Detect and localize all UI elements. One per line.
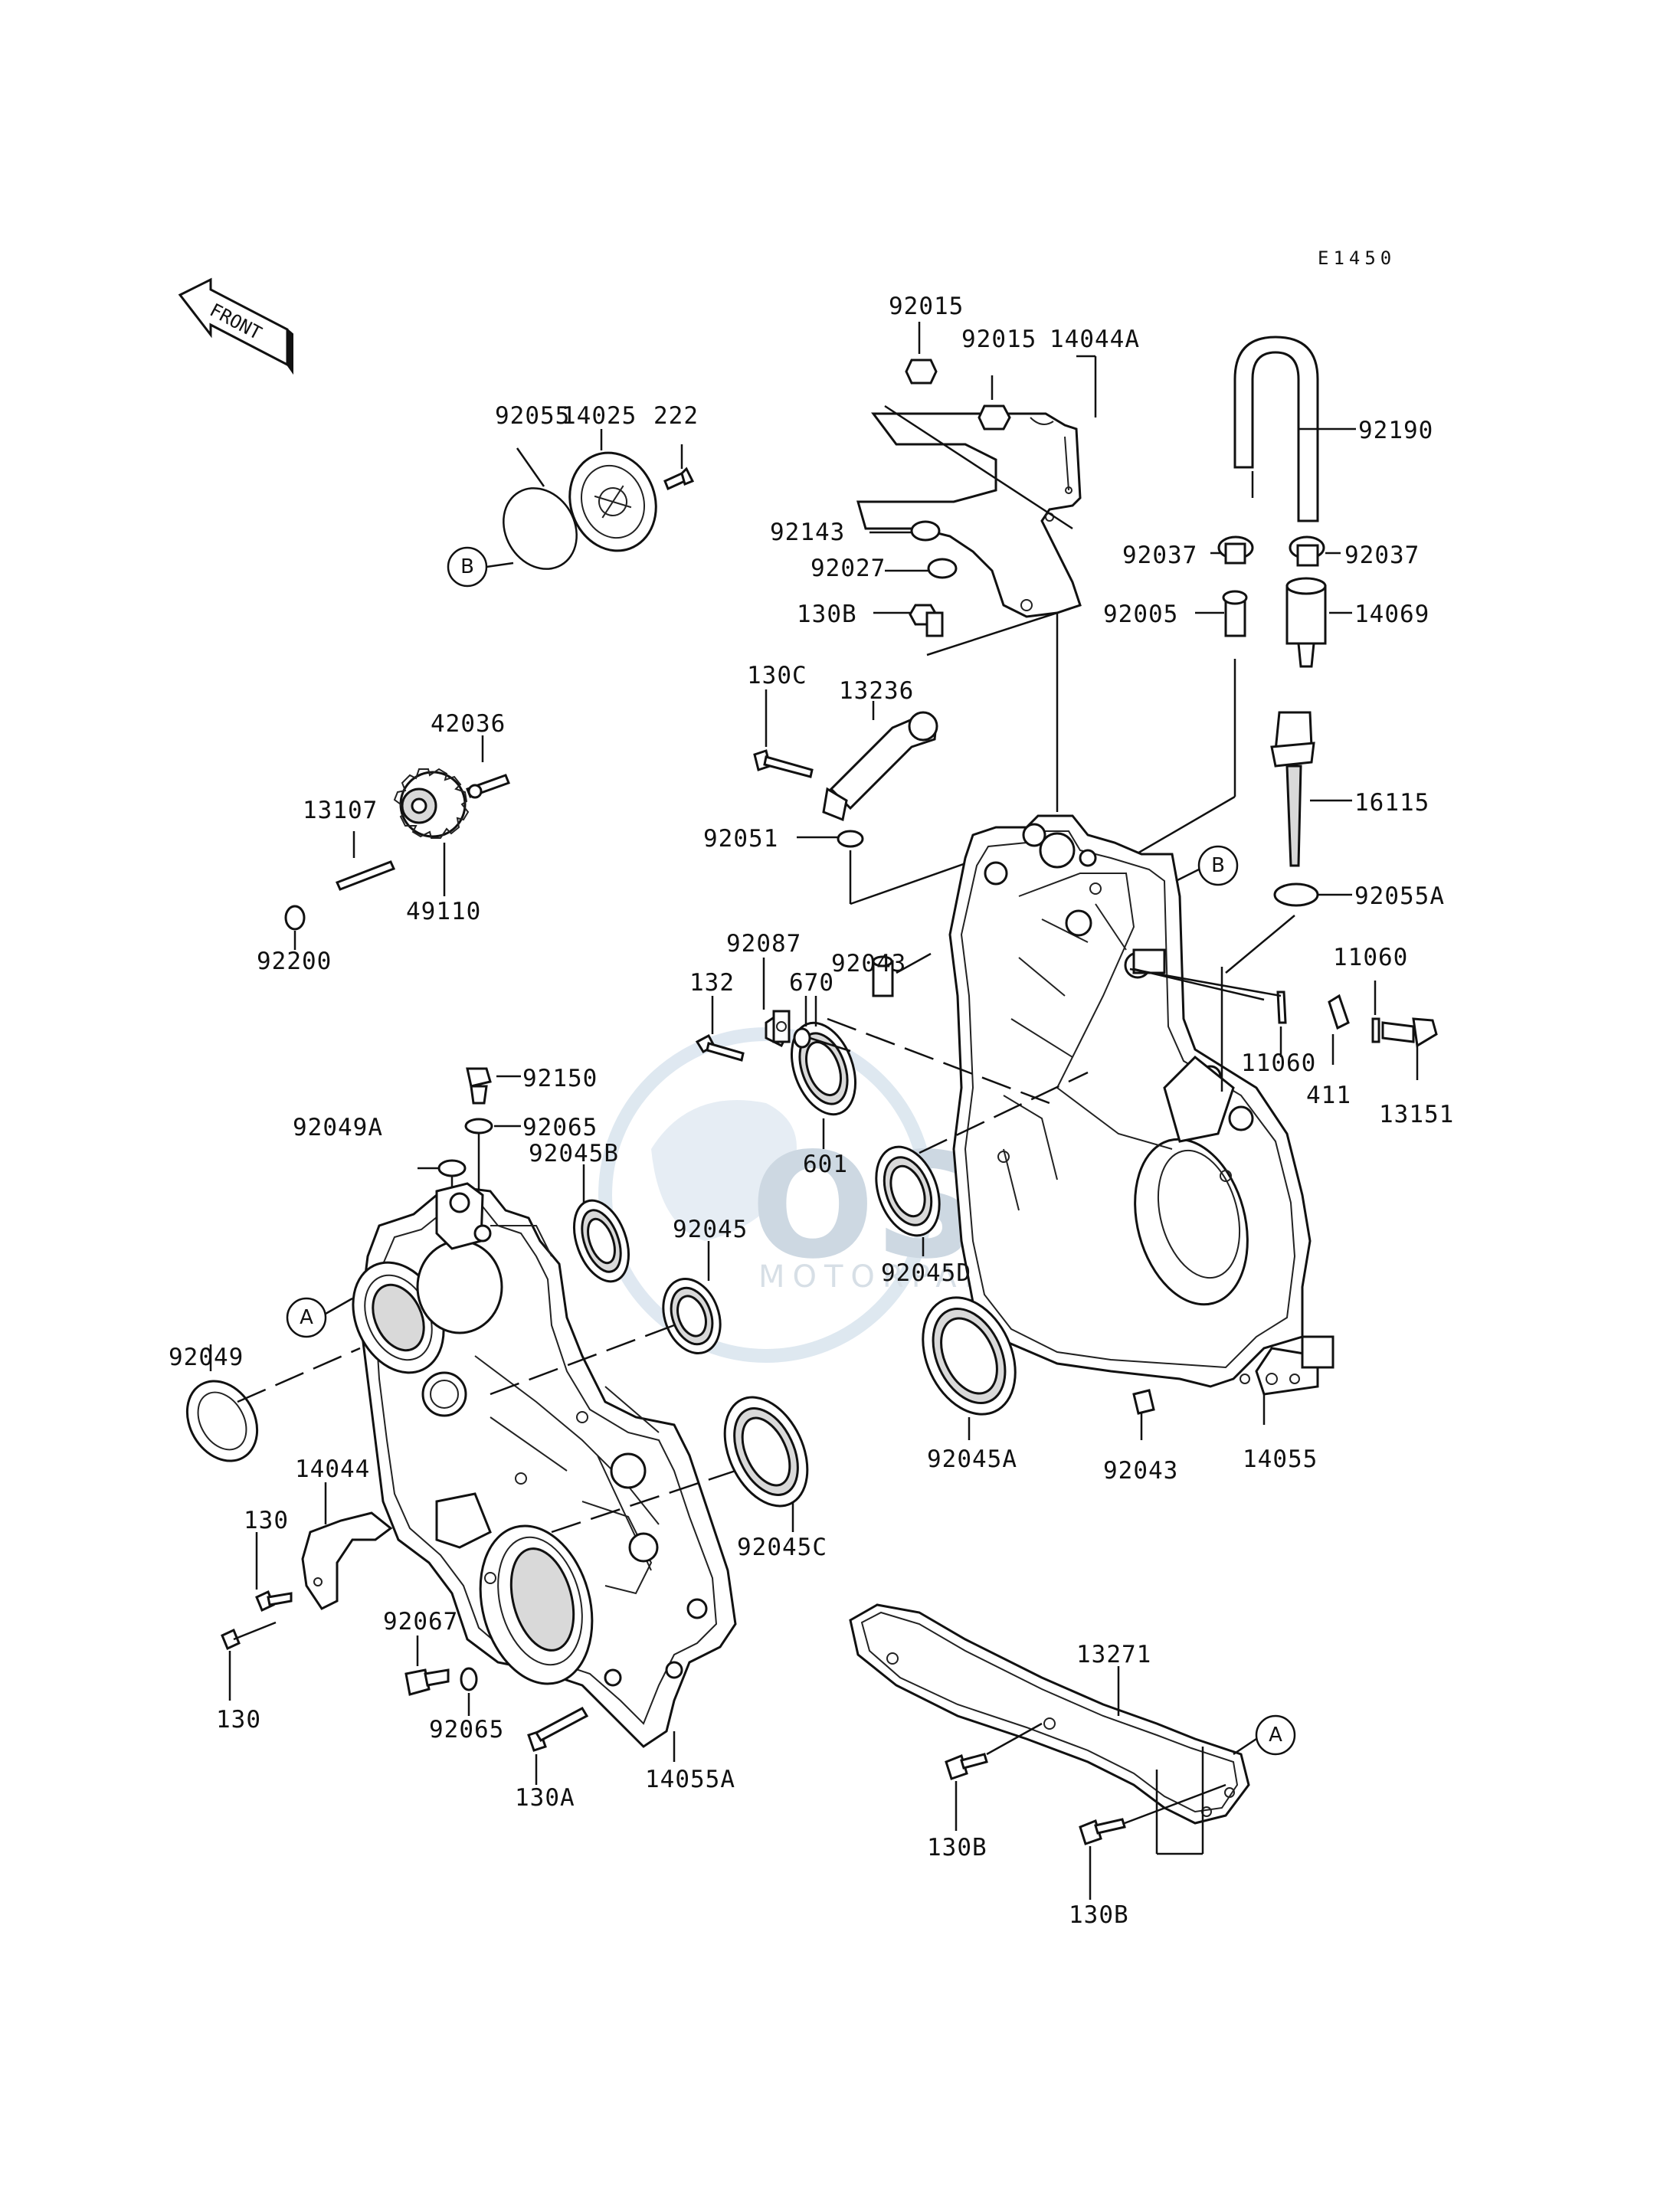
svg-text:B: B bbox=[460, 555, 474, 578]
part-number-130c: 130C bbox=[747, 662, 807, 689]
part-number-130a: 130A bbox=[515, 1784, 575, 1812]
part-number-92049a: 92049A bbox=[293, 1114, 383, 1141]
ref-marker-b-2 bbox=[1197, 845, 1239, 886]
part-number-411: 411 bbox=[1306, 1082, 1351, 1109]
part-number-13271: 13271 bbox=[1076, 1641, 1151, 1668]
crankcase-right: B bbox=[948, 814, 1335, 1440]
part-number-92067: 92067 bbox=[383, 1608, 458, 1635]
svg-text:A: A bbox=[300, 1306, 313, 1329]
part-number-92015b: 92015 bbox=[961, 326, 1036, 353]
oil-pump-gear-group bbox=[284, 735, 510, 950]
part-number-92043a: 92043 bbox=[831, 950, 906, 977]
part-number-14044: 14044 bbox=[295, 1455, 370, 1483]
part-number-49110: 49110 bbox=[406, 898, 481, 925]
part-number-11060a: 11060 bbox=[1333, 944, 1408, 971]
part-number-92015a: 92015 bbox=[889, 293, 964, 320]
part-number-92045b: 92045B bbox=[529, 1140, 619, 1167]
part-number-13151: 13151 bbox=[1379, 1101, 1454, 1128]
part-number-92045a: 92045A bbox=[927, 1446, 1017, 1473]
gasket-13271: A bbox=[849, 1603, 1296, 1900]
svg-text:A: A bbox=[1269, 1724, 1282, 1747]
part-number-92043b: 92043 bbox=[1103, 1457, 1178, 1485]
part-number-92027: 92027 bbox=[811, 555, 886, 582]
part-number-13236: 13236 bbox=[839, 677, 914, 705]
part-number-92037a: 92037 bbox=[1122, 542, 1197, 569]
part-number-130b_top: 130B bbox=[797, 601, 857, 628]
part-number-92005: 92005 bbox=[1103, 601, 1178, 628]
part-number-14025: 14025 bbox=[562, 402, 637, 430]
part-number-130b: 130 bbox=[216, 1706, 261, 1734]
part-number-11060b: 11060 bbox=[1241, 1049, 1316, 1077]
part-number-92190: 92190 bbox=[1358, 417, 1433, 444]
front-arrow-icon: FRONT bbox=[178, 277, 293, 375]
part-number-14055: 14055 bbox=[1243, 1446, 1318, 1473]
shift-lever bbox=[753, 689, 1058, 905]
part-number-42036: 42036 bbox=[431, 710, 506, 738]
ref-marker-a bbox=[286, 1297, 327, 1338]
diagram-code: E1450 bbox=[1318, 247, 1396, 269]
part-number-14069: 14069 bbox=[1354, 601, 1429, 628]
small-parts-mid bbox=[418, 952, 932, 1226]
svg-text:B: B bbox=[1211, 854, 1225, 877]
part-number-92143: 92143 bbox=[770, 519, 845, 546]
ref-marker-a-2 bbox=[1255, 1714, 1296, 1756]
part-number-130a: 130 bbox=[244, 1507, 289, 1534]
part-number-92037b: 92037 bbox=[1344, 542, 1420, 569]
oil-switch-group bbox=[1129, 968, 1438, 1080]
bracket-14044 bbox=[221, 1482, 589, 1785]
part-number-601: 601 bbox=[803, 1151, 848, 1178]
part-number-16115: 16115 bbox=[1354, 789, 1429, 817]
breather-hose-group bbox=[1195, 336, 1356, 797]
part-number-14055a: 14055A bbox=[645, 1766, 735, 1793]
part-number-92200: 92200 bbox=[257, 948, 332, 975]
part-number-132: 132 bbox=[689, 969, 735, 997]
part-number-130b_b: 130B bbox=[1069, 1901, 1129, 1929]
part-number-92045d: 92045D bbox=[881, 1259, 971, 1287]
part-number-92087: 92087 bbox=[726, 930, 801, 958]
part-number-670: 670 bbox=[789, 969, 834, 997]
dipstick bbox=[1102, 711, 1352, 974]
part-number-13107: 13107 bbox=[303, 797, 378, 824]
part-number-92051: 92051 bbox=[703, 825, 778, 853]
part-number-92045: 92045 bbox=[673, 1216, 748, 1243]
part-number-92045c: 92045C bbox=[737, 1534, 827, 1561]
part-number-92055: 92055 bbox=[495, 402, 570, 430]
part-number-92150: 92150 bbox=[522, 1065, 598, 1092]
part-number-92065a: 92065 bbox=[522, 1114, 598, 1141]
part-number-92049: 92049 bbox=[169, 1344, 244, 1371]
bracket-14044A bbox=[856, 322, 1097, 812]
part-number-130b_a: 130B bbox=[927, 1834, 987, 1861]
bearings-middle bbox=[185, 1017, 1089, 1532]
part-number-14044a: 14044A bbox=[1050, 326, 1140, 353]
part-number-92055a: 92055A bbox=[1354, 882, 1445, 910]
crankcase-left: A bbox=[237, 1182, 737, 1762]
part-number-222: 222 bbox=[653, 402, 699, 430]
part-number-92065b: 92065 bbox=[429, 1716, 504, 1744]
oil-pump-cover-group: B bbox=[447, 429, 695, 588]
